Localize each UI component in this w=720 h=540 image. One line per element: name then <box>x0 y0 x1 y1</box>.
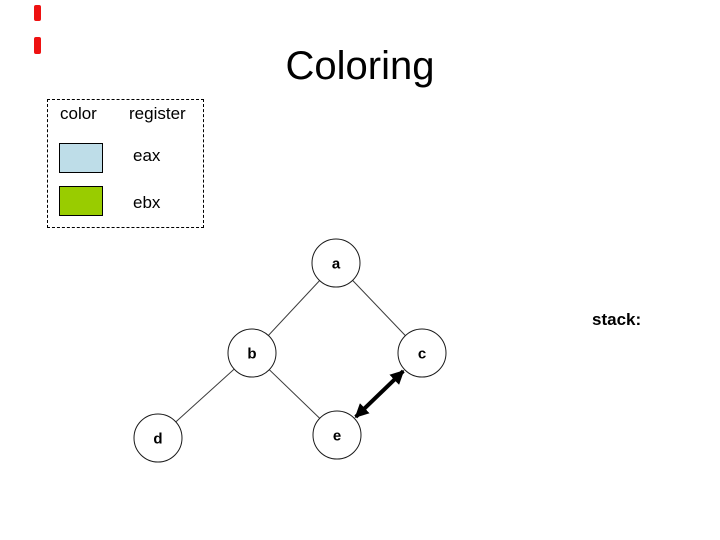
graph-node-e <box>312 410 362 460</box>
graph-node-label-a: a <box>332 255 341 272</box>
graph-node-label-d: d <box>153 430 162 447</box>
graph-node-c <box>397 328 447 378</box>
graph-node-a <box>311 238 361 288</box>
color-register-legend: color register eax ebx <box>47 99 204 228</box>
color-swatch-ebx <box>59 186 103 216</box>
legend-register-ebx: ebx <box>133 193 161 212</box>
legend-header-color: color <box>60 104 97 123</box>
interference-arrow-e-c <box>354 369 405 419</box>
graph-node-label-c: c <box>418 345 426 362</box>
graph-node-label-e: e <box>333 427 341 444</box>
red-dash-mark <box>34 5 41 21</box>
red-dash-mark <box>34 37 41 54</box>
graph-node-b <box>227 328 277 378</box>
color-swatch-eax <box>59 143 103 173</box>
graph-node-d <box>133 413 183 463</box>
legend-register-eax: eax <box>133 146 161 165</box>
stack-label: stack: <box>592 310 642 329</box>
graph-node-label-b: b <box>247 345 256 362</box>
slide-title: Coloring <box>285 44 435 88</box>
legend-header-register: register <box>129 104 186 123</box>
